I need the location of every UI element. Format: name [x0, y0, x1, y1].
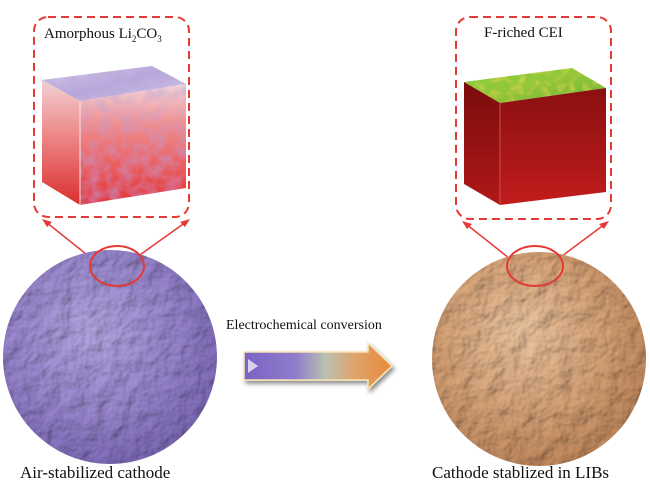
right-box-label: F-riched CEI	[484, 25, 563, 42]
left-cube	[42, 66, 186, 205]
right-cube	[464, 68, 606, 205]
left-caption: Air-stabilized cathode	[20, 463, 170, 483]
left-box-label: Amorphous Li2CO3	[44, 26, 162, 44]
left-sphere	[3, 250, 217, 464]
right-caption: Cathode stablized in LIBs	[432, 463, 609, 483]
arrow-label: Electrochemical conversion	[226, 318, 382, 334]
conversion-arrow	[244, 343, 392, 389]
right-sphere	[432, 252, 646, 466]
